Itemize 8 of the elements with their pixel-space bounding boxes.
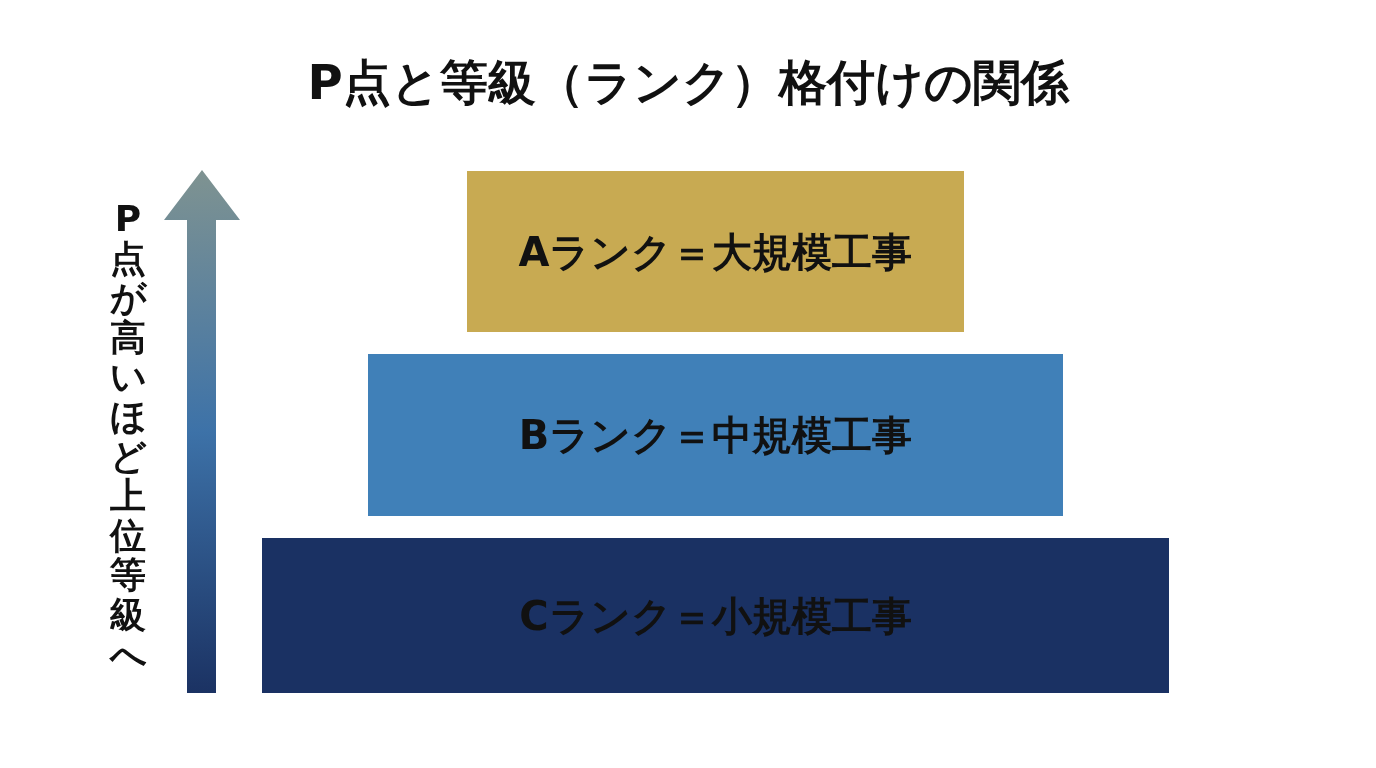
rank-box bbox=[262, 538, 1169, 693]
rank-box bbox=[368, 354, 1063, 516]
rank-box bbox=[467, 171, 964, 332]
diagram-title: P点と等級（ランク）格付けの関係 bbox=[306, 53, 1071, 112]
rank-label: Aランク＝大規模工事 bbox=[518, 227, 913, 276]
rank-label: Bランク＝中規模工事 bbox=[518, 411, 913, 459]
axis-caption: P点が高いほど上位等級へ bbox=[110, 199, 146, 675]
rank-label: Cランク＝小規模工事 bbox=[519, 591, 912, 640]
